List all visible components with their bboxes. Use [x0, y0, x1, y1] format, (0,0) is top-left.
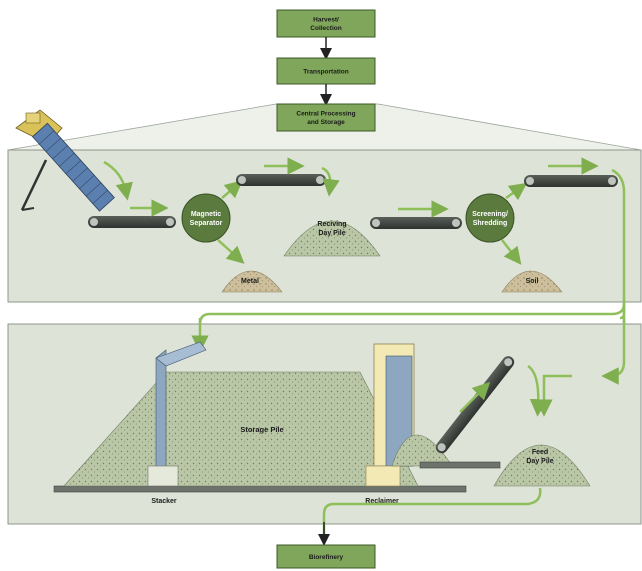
receiving-pile: Reciving Day Pile: [283, 220, 381, 257]
harvest-label-2: Collection: [310, 25, 341, 32]
conveyor-4: [524, 175, 618, 187]
arrow-metal: [217, 239, 245, 264]
biorefinery-box: Biorefinery: [276, 544, 376, 569]
soil-label: Soil: [526, 278, 539, 285]
transportation-label: Transportation: [303, 69, 349, 76]
arrow-incline: [459, 381, 491, 413]
base-belt: [419, 461, 501, 469]
receiving-label-1: Reciving: [317, 221, 346, 228]
reclaimer-label: Reclaimer: [365, 498, 399, 505]
stacker: Stacker: [147, 341, 207, 505]
feed-day-pile: Feed Day Pile: [493, 444, 591, 487]
metal-label: Metal: [241, 278, 259, 285]
screening-label-1: Screening/: [472, 211, 508, 218]
conveyor-1: [88, 216, 176, 228]
soil-pile: Soil: [501, 270, 563, 293]
feed-label-2: Day Pile: [526, 458, 553, 465]
arrow-to-receiving: [321, 166, 340, 197]
storage-pile: Storage Pile: [63, 371, 419, 487]
storage-pile-label: Storage Pile: [240, 425, 283, 434]
receiving-label-2: Day Pile: [318, 230, 345, 237]
metal-pile: Metal: [221, 270, 283, 293]
arrow-to-biorefinery-green: [322, 487, 542, 538]
conveyor-2: [236, 174, 326, 186]
inclined-conveyor: [435, 356, 515, 454]
central-label-1: Central Processing: [296, 111, 355, 118]
arrow-up-c4: [505, 182, 528, 201]
central-processing-box: Central Processing and Storage: [276, 103, 376, 132]
transportation-box: Transportation: [276, 57, 376, 85]
feed-label-1: Feed: [532, 449, 548, 456]
truck-dumper: [15, 109, 115, 212]
central-label-2: and Storage: [307, 119, 345, 126]
biorefinery-label: Biorefinery: [309, 554, 344, 561]
harvest-box: Harvest/ Collection: [276, 9, 376, 38]
magnetic-label-1: Magnetic: [191, 211, 221, 218]
arrow-loop-feed: [535, 374, 572, 417]
rail: [53, 485, 467, 493]
conveyor-3: [370, 217, 462, 229]
arrow-to-stacker: [191, 168, 626, 353]
screening-shredding: Screening/ Shredding: [465, 193, 515, 243]
arrow-dump: [103, 160, 133, 201]
connector-overlay: [619, 300, 626, 320]
screening-label-2: Shredding: [473, 220, 508, 227]
magnetic-separator: Magnetic Separator: [181, 193, 231, 243]
harvest-label-1: Harvest/: [313, 17, 339, 24]
arrow-up-c2: [221, 180, 243, 199]
magnetic-label-2: Separator: [190, 220, 223, 227]
stacker-label: Stacker: [151, 498, 177, 505]
arrow-back-left: [601, 318, 626, 385]
arrow-soil: [501, 239, 522, 265]
